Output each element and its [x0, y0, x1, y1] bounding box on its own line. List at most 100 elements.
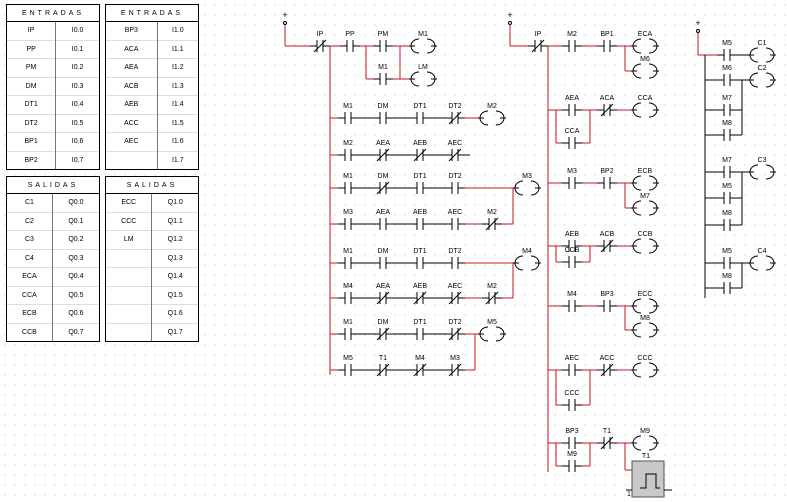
timer-label: T1 — [642, 453, 650, 460]
nc-contact — [445, 363, 465, 377]
symbol-cell: C2 — [7, 211, 53, 231]
symbol-cell: C3 — [7, 230, 53, 249]
symbol-cell: ACA — [106, 39, 158, 59]
power-symbol: + — [507, 10, 512, 20]
element-label: AEA — [376, 283, 390, 290]
element-label: M4 — [567, 291, 577, 298]
element-label: CCB — [565, 247, 580, 254]
power-node — [508, 21, 512, 25]
no-contact — [338, 149, 358, 161]
no-contact — [410, 182, 430, 194]
output-coil — [631, 175, 659, 191]
no-contact — [597, 177, 617, 189]
nc-contact — [597, 436, 617, 450]
symbol-cell: PM — [7, 58, 56, 77]
output-coil — [748, 255, 776, 271]
symbol-cell: BP2 — [7, 150, 56, 169]
symbol-cell — [106, 285, 152, 305]
element-label: AEB — [413, 283, 427, 290]
address-cell: I0.1 — [55, 39, 99, 59]
element-label: T1 — [603, 428, 611, 435]
element-label: DM — [378, 319, 389, 326]
element-label: PP — [345, 31, 355, 38]
output-coil — [631, 102, 659, 118]
nc-contact — [373, 148, 393, 162]
symbol-cell — [106, 248, 152, 268]
element-label: M5 — [343, 355, 353, 362]
address-cell: I0.6 — [55, 132, 99, 151]
no-contact — [338, 112, 358, 124]
address-cell: Q1.4 — [151, 267, 198, 286]
address-cell: I1.1 — [156, 39, 198, 59]
table-title: SALIDAS — [7, 177, 99, 194]
symbol-cell: ECC — [121, 199, 137, 207]
element-label: T1 — [379, 355, 387, 362]
output-coil — [631, 63, 659, 79]
element-label: M1 — [418, 31, 428, 38]
no-contact — [717, 282, 737, 294]
address-cell: Q0.4 — [51, 267, 99, 286]
timer-block — [626, 460, 672, 498]
symbol-cell — [106, 267, 152, 286]
symbol-cell: IP — [27, 27, 35, 35]
element-label: DT1 — [413, 319, 426, 326]
symbol-cell: AEC — [106, 132, 158, 151]
element-label: AEA — [376, 209, 390, 216]
no-contact — [717, 219, 737, 231]
element-label: C2 — [758, 65, 767, 72]
element-label: C3 — [758, 157, 767, 164]
output-coil — [631, 298, 659, 314]
symbol-cell: ECB — [7, 304, 53, 323]
no-contact — [373, 218, 393, 230]
address-cell: Q1.1 — [151, 211, 198, 231]
no-contact — [338, 328, 358, 340]
no-contact — [338, 292, 358, 304]
no-contact — [410, 328, 430, 340]
table-title: SALIDAS — [106, 177, 198, 194]
symbol-cell: AEB — [106, 95, 158, 114]
nc-contact — [482, 291, 502, 305]
element-label: DM — [378, 248, 389, 255]
no-contact — [562, 240, 582, 252]
element-label: DT2 — [448, 173, 461, 180]
element-label: DT2 — [448, 319, 461, 326]
element-label: M3 — [567, 168, 577, 175]
element-label: AEC — [448, 283, 462, 290]
element-label: BP3 — [565, 428, 578, 435]
address-cell: I0.4 — [55, 95, 99, 114]
element-label: AEC — [448, 140, 462, 147]
nc-contact — [597, 363, 617, 377]
element-label: AEA — [565, 95, 579, 102]
symbol-cell: PP — [7, 39, 56, 59]
no-contact — [562, 460, 582, 472]
element-label: DM — [378, 173, 389, 180]
address-cell: I1.4 — [156, 95, 198, 114]
nc-contact — [373, 291, 393, 305]
table-title: ENTRADAS — [106, 5, 198, 22]
element-label: M9 — [640, 428, 650, 435]
symbol-cell: DM — [7, 76, 56, 96]
element-label: M1 — [378, 64, 388, 71]
element-label: M9 — [567, 451, 577, 458]
no-contact — [562, 40, 582, 52]
symbol-cell: AEA — [106, 58, 158, 77]
address-cell: Q0.5 — [51, 285, 99, 305]
power-node — [696, 29, 700, 33]
address-cell: I1.5 — [156, 113, 198, 133]
element-label: M5 — [487, 319, 497, 326]
no-contact — [445, 257, 465, 269]
element-label: ECA — [638, 31, 653, 38]
